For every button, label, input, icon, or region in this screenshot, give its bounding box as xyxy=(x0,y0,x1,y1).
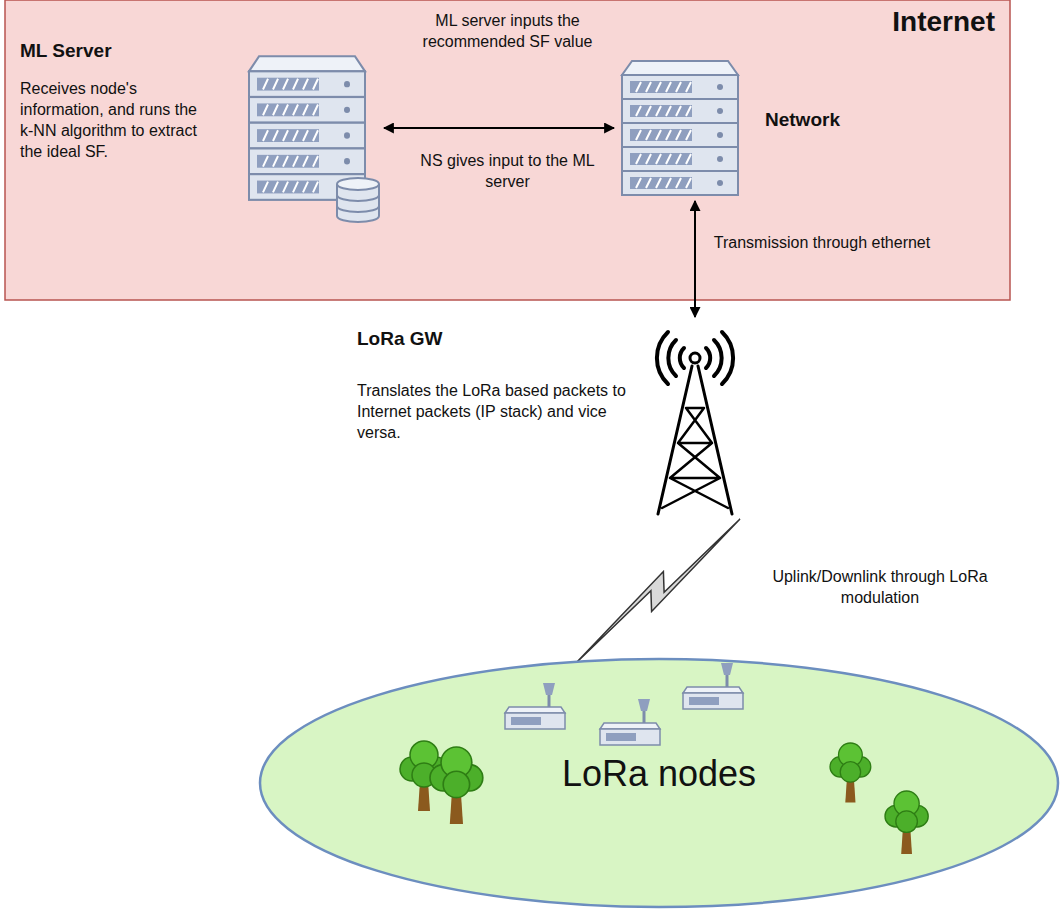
region-title: Internet xyxy=(892,6,995,38)
lora-node-device xyxy=(505,683,565,729)
node-heading: LoRa GW xyxy=(357,328,443,350)
tree-icon xyxy=(830,743,871,803)
database-icon xyxy=(337,178,379,222)
node-description: Receives node's information, and runs th… xyxy=(20,78,202,162)
network-server-node: Network xyxy=(615,55,885,200)
edge-note: NS gives input to the ML server xyxy=(415,150,600,192)
lora-node-device xyxy=(683,663,743,709)
lightning-link xyxy=(575,519,740,664)
tree-icon xyxy=(430,747,483,824)
edge-label: Transmission through ethernet xyxy=(712,232,932,253)
server-icon xyxy=(247,52,383,222)
edge-label: ML server inputs the recommended SF valu… xyxy=(420,10,595,52)
internet-band xyxy=(5,0,1010,300)
tower-icon xyxy=(640,318,750,516)
tree-icon xyxy=(885,791,928,854)
node-description: Translates the LoRa based packets to Int… xyxy=(357,380,642,443)
gateway-node: LoRa GW Translates the LoRa based packets… xyxy=(352,318,752,518)
server-icon xyxy=(620,57,740,197)
lora-nodes-area: LoRa nodes xyxy=(258,657,1060,909)
edge-label: Uplink/Downlink through LoRa modulation xyxy=(750,566,1010,608)
lora-node-device xyxy=(600,699,660,745)
node-heading: ML Server xyxy=(20,40,112,62)
ml-server-node: ML ServerReceives node's information, an… xyxy=(15,30,383,218)
area-label: LoRa nodes xyxy=(258,753,1060,795)
double-arrow xyxy=(694,201,696,317)
double-arrow xyxy=(384,127,614,129)
node-heading: Network xyxy=(765,109,840,131)
